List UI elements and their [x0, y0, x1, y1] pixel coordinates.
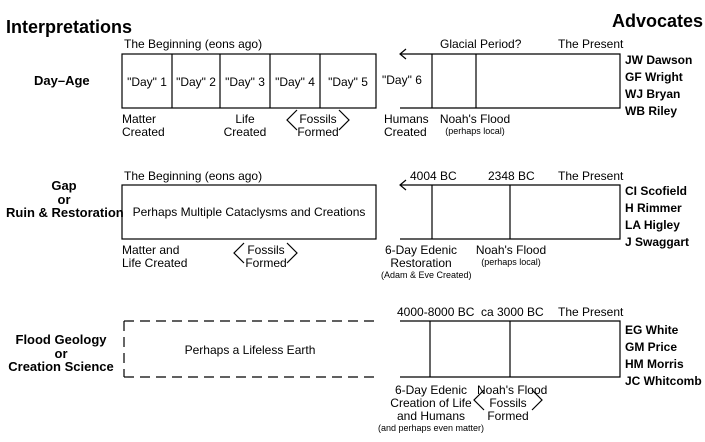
date-4000-8000-label: 4000-8000 BC: [397, 305, 475, 319]
fossils-formed-label: Fossils Formed: [297, 112, 339, 139]
noahs-flood-label: Noah's Flood (perhaps local): [439, 112, 511, 137]
day-5-label: "Day" 5: [328, 75, 368, 89]
row-title-flood-geology: Flood Geology or Creation Science: [8, 332, 114, 375]
day-age-right-box: [400, 53, 621, 109]
fossils-bracket-right: [286, 242, 298, 264]
row-title-day-age: Day–Age: [34, 73, 90, 88]
noahs-flood-label: Noah's Flood: [477, 383, 548, 397]
gap-left-box: [121, 184, 377, 240]
present-label: The Present: [558, 305, 624, 319]
fossils-formed-label: Fossils Formed: [487, 396, 529, 423]
advocates-list: JW Dawson GF Wright WJ Bryan WB Riley: [625, 53, 693, 118]
noahs-flood-label: Noah's Flood (perhaps local): [475, 243, 547, 268]
day-6-label: "Day" 6: [382, 73, 422, 87]
date-3000-label: ca 3000 BC: [481, 305, 544, 319]
life-created-label: Life Created: [223, 112, 267, 139]
matter-created-label: Matter Created: [122, 112, 165, 139]
beginning-label: The Beginning (eons ago): [124, 37, 263, 51]
day-2-label: "Day" 2: [176, 75, 216, 89]
day-4-label: "Day" 4: [275, 75, 315, 89]
gap-arrow: [399, 179, 407, 191]
gap-box-text: Perhaps Multiple Cataclysms and Creation…: [132, 205, 366, 219]
date-2348-label: 2348 BC: [488, 169, 535, 183]
present-label: The Present: [558, 37, 624, 51]
day-age-left-box: [121, 53, 377, 109]
glacial-period-label: Glacial Period?: [440, 37, 522, 51]
interpretations-header: Interpretations: [6, 17, 133, 37]
day-3-label: "Day" 3: [225, 75, 265, 89]
lifeless-earth-text: Perhaps a Lifeless Earth: [184, 343, 316, 357]
fossils-bracket-right: [338, 109, 350, 131]
fossils-bracket-left: [286, 109, 298, 131]
matter-life-created-label: Matter and Life Created: [122, 243, 188, 270]
row-title-gap: Gap or Ruin & Restoration: [6, 178, 124, 221]
present-label: The Present: [558, 169, 624, 183]
fossils-formed-label: Fossils Formed: [245, 243, 287, 270]
beginning-label: The Beginning (eons ago): [124, 169, 263, 183]
edenic-restoration-label: 6-Day Edenic Restoration (Adam & Eve Cre…: [381, 243, 472, 281]
humans-created-label: Humans Created: [384, 112, 429, 139]
day-1-label: "Day" 1: [127, 75, 167, 89]
advocates-list: EG White GM Price HM Morris JC Whitcomb: [625, 323, 702, 388]
advocates-header: Advocates: [612, 11, 704, 31]
fossils-bracket-left: [233, 242, 245, 264]
edenic-creation-label: 6-Day Edenic Creation of Life and Humans…: [377, 383, 485, 434]
fossils-bracket-right: [531, 389, 543, 411]
fossils-bracket-left: [473, 389, 485, 411]
day-age-arrow: [399, 48, 407, 60]
advocates-list: CI Scofield H Rimmer LA Higley J Swaggar…: [625, 184, 690, 249]
date-4004-label: 4004 BC: [410, 169, 457, 183]
